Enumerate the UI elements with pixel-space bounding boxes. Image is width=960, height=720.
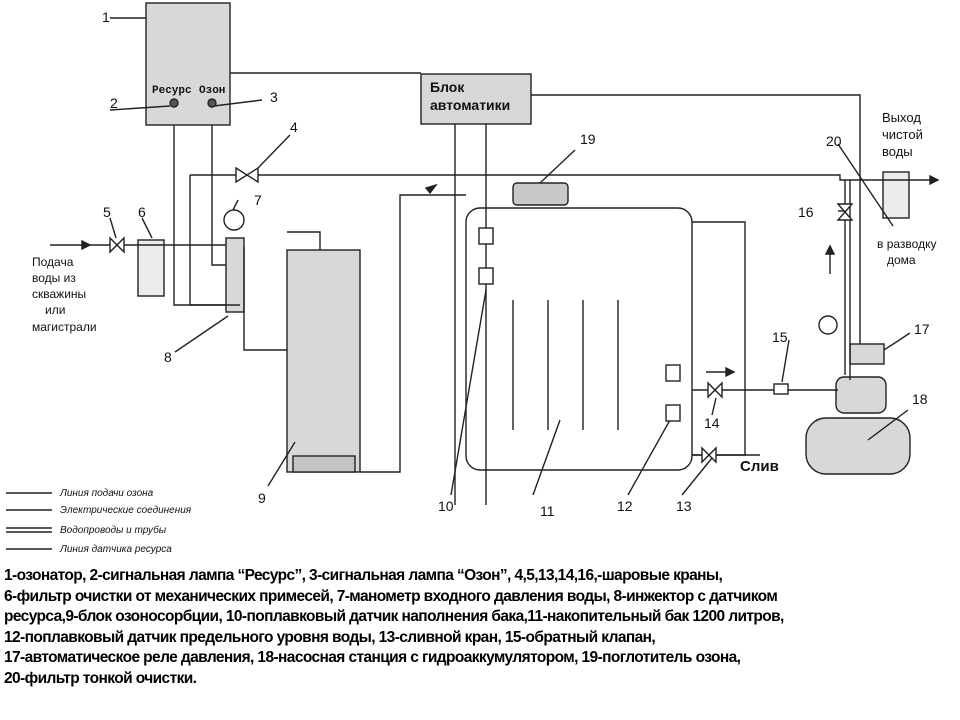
label-19: 19 [580,131,596,147]
caption-line-3: ресурса,9-блок озоносорбции, 10-поплавко… [4,608,784,625]
float-sensor-12b [665,404,681,422]
label-6: 6 [138,204,146,220]
check-valve-15 [773,383,789,395]
caption-line-5: 17-автоматическое реле давления, 18-насо… [4,649,741,666]
label-10: 10 [438,498,454,514]
label-12: 12 [617,498,633,514]
label-11: 11 [540,503,555,519]
pressure-relay [849,343,885,365]
label-13: 13 [676,498,692,514]
storage-tank [465,207,693,471]
label-ozone: Озон [199,85,225,97]
caption-line-4: 12-поплавковый датчик предельного уровня… [4,628,656,646]
valve-14 [707,381,723,399]
label-5: 5 [103,204,111,220]
valve-5 [109,236,125,254]
valve-4 [235,166,259,184]
lamp-resource [169,98,179,108]
inlet-line1: Подача [32,255,74,269]
valve-13 [701,446,717,464]
inlet-line2: воды из [32,271,76,285]
label-resource: Ресурс [152,85,192,97]
distribution-line2: дома [887,253,916,267]
inlet-line3: скважины [32,287,86,301]
manometer-7 [223,209,245,231]
legend-electric: Электрические соединения [60,505,192,516]
label-20: 20 [826,133,842,149]
legend-resource-sensor: Линия датчика ресурса [59,544,172,555]
automatics-line2: автоматики [430,97,510,113]
pressure-tank [805,417,911,475]
inlet-line4: или [45,303,65,317]
label-17: 17 [914,321,930,337]
caption-line-1: 1-озонатор, 2-сигнальная лампа “Ресурс”,… [4,567,723,584]
automatics-block [420,73,532,125]
caption: 1-озонатор, 2-сигнальная лампа “Ресурс”,… [4,566,934,689]
outlet-line2: чистой [882,127,923,142]
lamp-ozone [207,98,217,108]
drain-label: Слив [740,458,779,475]
valve-16 [836,203,854,221]
mech-filter [137,239,165,297]
label-2: 2 [110,95,118,111]
outlet-line3: воды [882,144,913,159]
label-8: 8 [164,349,172,365]
legend-water-pipes: Водопроводы и трубы [60,524,167,536]
outlet-line1: Выход [882,110,921,125]
sorption-block [286,249,361,473]
pump [835,376,887,414]
ozone-absorber [512,182,569,206]
label-1: 1 [102,9,110,25]
distribution-line1: в разводку [877,237,936,251]
injector [225,237,245,313]
float-sensor-10b [478,267,494,285]
automatics-line1: Блок [430,79,465,95]
label-18: 18 [912,391,928,407]
legend-ozone-line: Линия подачи озона [59,488,154,499]
label-14: 14 [704,415,720,431]
label-7: 7 [254,192,262,208]
label-4: 4 [290,119,298,135]
label-3: 3 [270,89,278,105]
label-15: 15 [772,329,788,345]
float-sensor-12a [665,364,681,382]
float-sensor-10a [478,227,494,245]
label-9: 9 [258,490,266,506]
caption-line-6: 20-фильтр тонкой очистки. [4,669,197,687]
fine-filter [882,171,910,219]
caption-line-2: 6-фильтр очистки от механических примесе… [4,587,778,605]
manometer-right [818,315,838,335]
inlet-line5: магистрали [32,320,97,334]
label-16: 16 [798,204,814,220]
